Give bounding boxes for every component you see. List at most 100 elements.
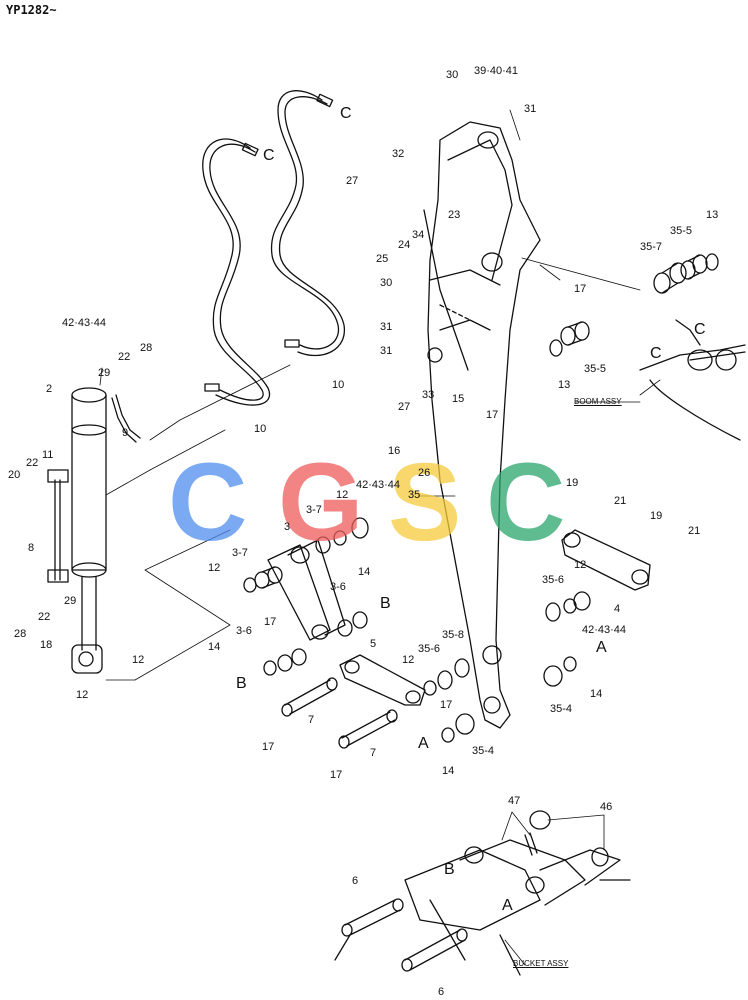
part-21a: 21 [614, 495, 627, 507]
callout-B1: B [380, 595, 391, 612]
bushings-center [243, 517, 591, 743]
part-42-43-44c: 42·43·44 [582, 624, 627, 636]
part-12c: 12 [336, 489, 349, 501]
hose-10-inner [202, 138, 271, 406]
part-21b: 21 [688, 525, 701, 537]
part-14a: 14 [358, 566, 371, 578]
part-30a: 30 [446, 69, 459, 81]
part-33: 33 [422, 389, 435, 401]
part-42-43-44b: 42·43·44 [356, 479, 401, 491]
callout-c3: C [694, 321, 706, 338]
part-27b: 27 [398, 401, 411, 413]
part-35-4a: 35-4 [472, 745, 495, 757]
hose-fittings [204, 93, 334, 392]
cylinder-bracket [105, 429, 226, 681]
part-7a: 7 [308, 714, 315, 726]
part-6b: 6 [438, 986, 445, 998]
part-25: 25 [376, 253, 389, 265]
part-34: 34 [412, 229, 425, 241]
part-5: 5 [370, 638, 377, 650]
part-31c: 31 [380, 345, 393, 357]
bucket-leaders [501, 811, 605, 966]
part-28a: 28 [140, 342, 153, 354]
pin-47 [524, 832, 538, 856]
pipe-8 [47, 469, 69, 583]
callout-c4: C [650, 345, 662, 362]
part-7b: 7 [370, 747, 377, 759]
callout-A2: A [418, 735, 429, 752]
part-14c: 14 [442, 765, 455, 777]
part-16: 16 [388, 445, 401, 457]
watermark-letter-4: C [486, 441, 565, 564]
part-20: 20 [8, 469, 21, 481]
part-35-4b: 35-4 [550, 703, 573, 715]
part-10b: 10 [254, 423, 267, 435]
callout-A1: A [596, 639, 607, 656]
part-10a: 10 [332, 379, 345, 391]
part-22a: 22 [118, 351, 131, 363]
part-17f: 17 [440, 699, 453, 711]
lower-dashed-box [134, 529, 231, 681]
callout-c2: C [263, 147, 275, 164]
hose-10-outer [270, 90, 345, 357]
bushing-35-7 [653, 262, 687, 294]
part-42-43-44a: 42·43·44 [62, 317, 107, 329]
part-27a: 27 [346, 175, 359, 187]
part-35-8: 35-8 [442, 629, 465, 641]
arm-35 [423, 121, 541, 729]
part-17d: 17 [262, 741, 275, 753]
part-31b: 31 [380, 321, 393, 333]
part-32: 32 [392, 148, 405, 160]
part-23: 23 [448, 209, 461, 221]
part-35-5a: 35-5 [670, 225, 693, 237]
bucket-assy-label: BUCKET ASSY [513, 959, 569, 968]
part-8: 8 [28, 542, 35, 554]
part-47: 47 [508, 795, 521, 807]
bushing-35-5b [549, 321, 590, 357]
boom-assy-label: BOOM ASSY [574, 397, 622, 406]
part-12b: 12 [76, 689, 89, 701]
part-4: 4 [614, 603, 621, 615]
link-3 [267, 539, 346, 641]
part-12f: 12 [574, 559, 587, 571]
part-30b: 30 [380, 277, 393, 289]
part-13a: 13 [706, 209, 719, 221]
part-3: 3 [284, 521, 291, 533]
part-19b: 19 [650, 510, 663, 522]
part-22c: 22 [38, 611, 51, 623]
part-31a: 31 [524, 103, 537, 115]
part-12e: 12 [402, 654, 415, 666]
callout-c1: C [340, 105, 352, 122]
callout-B2: B [236, 675, 247, 692]
watermark-letter-1: C [168, 441, 247, 564]
part-17a: 17 [574, 283, 587, 295]
part-3-7a: 3-7 [306, 504, 322, 516]
part-35-5b: 35-5 [584, 363, 607, 375]
part-35: 35 [408, 489, 421, 501]
callout-A3: A [502, 897, 513, 914]
watermark: C G S C [168, 441, 565, 564]
bushing-35-5 [680, 254, 708, 280]
part-26: 26 [418, 467, 431, 479]
boom-assy-partial [639, 319, 746, 441]
part-22b: 22 [26, 457, 39, 469]
link-4 [561, 529, 651, 591]
part-13b: 13 [558, 379, 571, 391]
arm-cylinder-2 [71, 387, 107, 674]
part-35-7: 35-7 [640, 241, 663, 253]
part-18: 18 [40, 639, 53, 651]
part-35-6a: 35-6 [418, 643, 441, 655]
pipe-9 [111, 394, 141, 443]
part-14d: 14 [590, 688, 603, 700]
seal-13a [705, 253, 719, 271]
link-5 [339, 654, 426, 706]
part-15: 15 [452, 393, 465, 405]
part-17e: 17 [330, 769, 343, 781]
part-28b: 28 [14, 628, 27, 640]
pin-7b [338, 709, 398, 749]
part-46: 46 [600, 801, 613, 813]
part-11: 11 [42, 449, 54, 461]
part-9: 9 [122, 427, 129, 439]
part-3-6b: 3-6 [236, 625, 252, 637]
